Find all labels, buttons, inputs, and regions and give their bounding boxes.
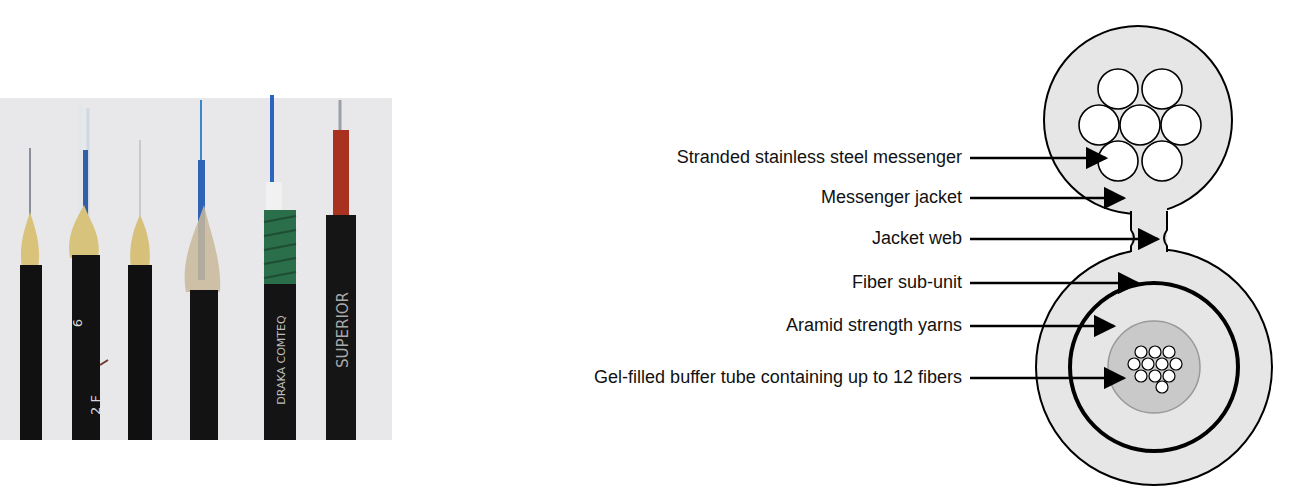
callout-label: Aramid strength yarns — [786, 315, 962, 337]
cable-print: DRAKA COMTEQ — [276, 315, 287, 404]
leader-arrows — [970, 158, 1158, 378]
callout-label: Fiber sub-unit — [852, 272, 962, 294]
callout-label: Jacket web — [872, 228, 962, 250]
cable-print: 2 F — [89, 395, 102, 415]
callout-label: Stranded stainless steel messenger — [677, 147, 962, 169]
callout-label: Messenger jacket — [821, 187, 962, 209]
cable-print: 6 — [71, 319, 84, 327]
cable-cross-section — [1036, 26, 1272, 485]
callout-label: Gel-filled buffer tube containing up to … — [594, 367, 962, 389]
cable-print: SUPERIOR — [336, 292, 351, 368]
cable-photo — [0, 95, 392, 440]
